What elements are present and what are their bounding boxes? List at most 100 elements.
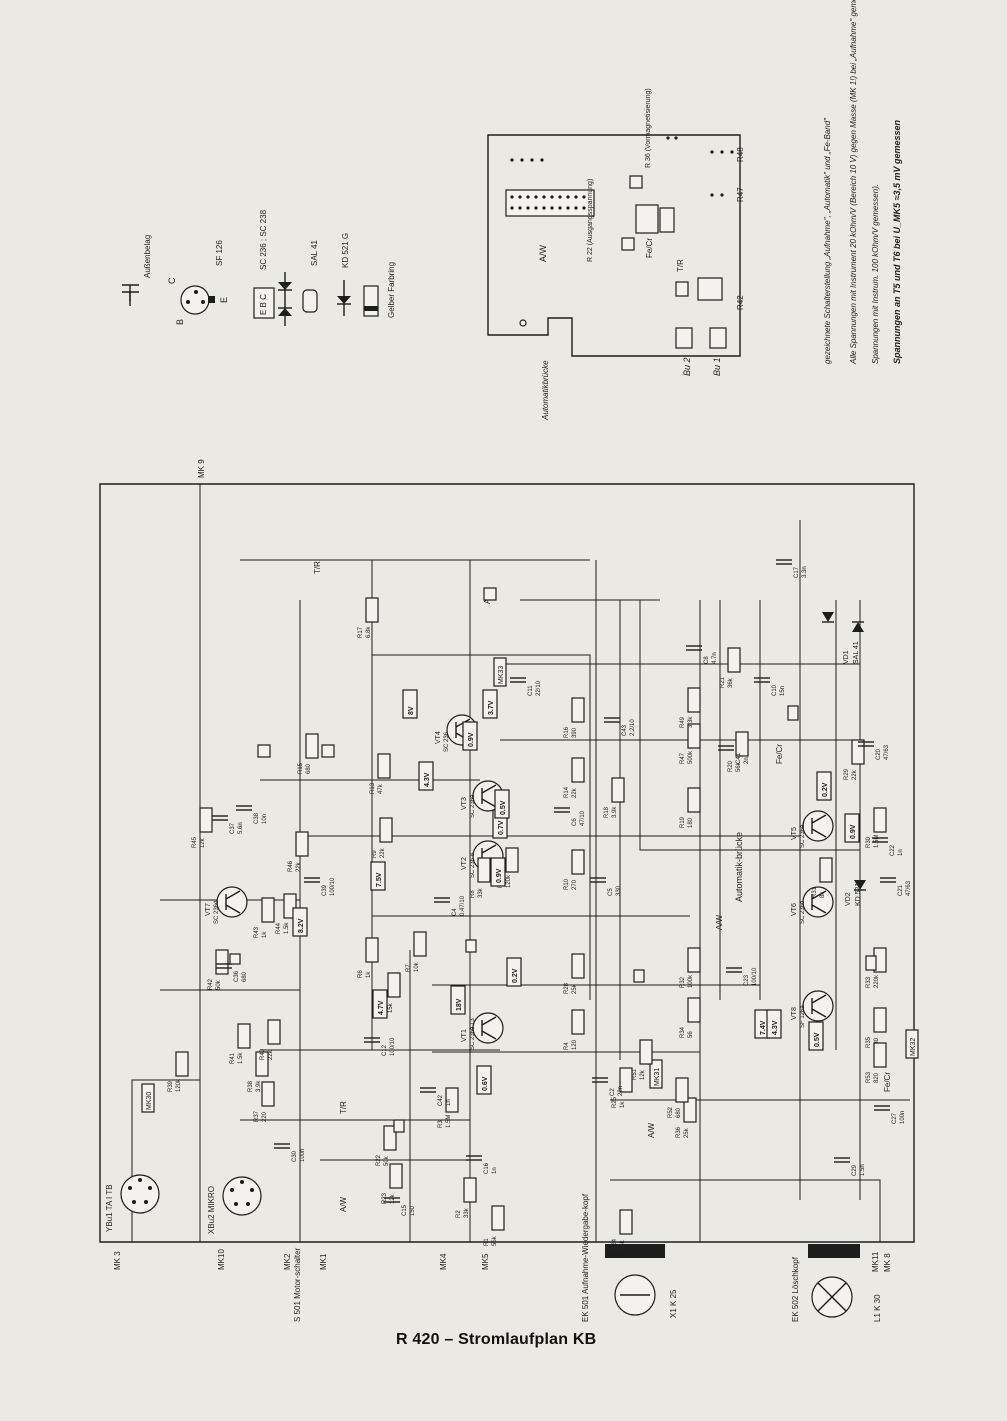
resistor-value: 680	[676, 1107, 682, 1118]
resistor-ref: R3	[438, 1120, 444, 1128]
resistor-value: 12k	[640, 1069, 646, 1080]
svg-text:T/R: T/R	[339, 1101, 348, 1114]
mk-boxes: MK30 MK31 MK33 MK32	[141, 657, 919, 1113]
capacitor-value: 680	[242, 971, 248, 982]
resistor-value: 820	[874, 1072, 880, 1083]
resistor-ref: R37	[254, 1110, 260, 1122]
capacitor-c21	[880, 877, 896, 883]
resistor-r23	[389, 1163, 403, 1189]
svg-text:R48: R48	[736, 147, 745, 162]
capacitor-c4	[434, 897, 450, 903]
resistor-ref: R43	[254, 926, 260, 938]
capacitor-c41	[718, 745, 734, 751]
voltage-value: 4.3V	[772, 1020, 779, 1035]
resistor-value: 16k	[620, 1239, 626, 1250]
voltage-reading: 7.5V	[370, 861, 386, 891]
resistor-r3	[445, 1087, 459, 1113]
voltage-reading: 8V	[402, 689, 418, 719]
svg-text:Fe/Cr: Fe/Cr	[645, 238, 654, 258]
switch-labels: A/W A/W A/W A/W T/R T/R Fe/Cr Fe/Cr Auto…	[313, 561, 892, 1212]
resistor-ref: R21	[720, 676, 726, 688]
svg-text:MK31: MK31	[654, 1068, 661, 1086]
capacitor-value: 1n	[492, 1167, 498, 1174]
resistor-r13	[377, 753, 391, 779]
legend: Außenbelag C B E SF 126 E B C SC 236 ; S…	[122, 209, 396, 326]
resistor-ref: R17	[358, 626, 364, 638]
capacitor-ref: C2	[610, 1088, 616, 1096]
resistor-value: 50k	[384, 1155, 390, 1166]
transistor-ref: VT1	[461, 1029, 468, 1042]
resistor-value: 220	[262, 1111, 268, 1122]
resistor-ref: R13	[370, 782, 376, 794]
capacitor-value: 100/10	[752, 967, 758, 986]
resistor-ref: R38	[248, 1080, 254, 1092]
resistor-value: 12k	[200, 837, 206, 848]
legend-sal41-symbol	[278, 272, 318, 326]
notes: gezeichnete Schalterstellung „Aufnahme",…	[823, 0, 902, 365]
resistor-r43	[261, 897, 275, 923]
capacitor-value: 10n	[262, 814, 268, 824]
resistor-value: 1k	[620, 1101, 626, 1108]
legend-ring-label: Gelber Farbring	[387, 262, 396, 318]
capacitor-c27	[874, 1105, 890, 1111]
resistor-ref: R39	[168, 1080, 174, 1092]
capacitor-c38	[236, 805, 252, 811]
resistor-r29	[851, 739, 865, 765]
resistor-value: 120	[572, 1039, 578, 1050]
resistor-ref: R9	[372, 850, 378, 858]
transistor-type: SC 236e	[800, 824, 806, 848]
resistor-r16	[571, 697, 585, 723]
legend-capacitor-symbol	[122, 284, 139, 306]
svg-text:C: C	[167, 277, 177, 284]
resistor-value: 8k	[820, 891, 826, 898]
svg-text:Fe/Cr: Fe/Cr	[775, 744, 784, 764]
resistor-ref: R51	[632, 1068, 638, 1080]
voltage-value: 0.7V	[498, 820, 505, 835]
board-caption: Automatikbrücke	[541, 360, 550, 421]
transistor-type: SC 236e 13	[470, 1018, 476, 1050]
resistor-value: 120k	[506, 874, 512, 888]
voltage-value: 0.9V	[468, 732, 475, 747]
resistor-r14	[571, 757, 585, 783]
transistor-ref: VT2	[461, 857, 468, 870]
capacitor-c5	[590, 877, 606, 883]
resistor-value: 1.5k	[284, 922, 290, 934]
svg-text:VD2: VD2	[845, 892, 852, 906]
erase-head	[808, 1244, 860, 1318]
board-trimmer-r22	[621, 237, 635, 251]
board-trimmer-r36	[629, 175, 643, 189]
capacitor-value: 150	[410, 1205, 416, 1216]
resistor-ref: R30	[866, 836, 872, 848]
capacitor-value: 1n	[898, 849, 904, 856]
resistor-r51	[639, 1039, 653, 1065]
resistor-ref: R33	[866, 976, 872, 988]
resistor-ref: R40	[260, 1048, 266, 1060]
resistor-ref: R4	[564, 1042, 570, 1050]
voltage-reading: 0.2V	[816, 771, 832, 801]
voltage-value: 0.9V	[850, 824, 857, 839]
svg-text:R42: R42	[736, 295, 745, 310]
svg-text:A/W: A/W	[339, 1196, 348, 1212]
capacitor-c16	[466, 1155, 482, 1161]
svg-text:MK10: MK10	[217, 1249, 226, 1270]
resistor-ref: R46	[288, 860, 294, 872]
resistor-value: 3.3k	[688, 716, 694, 728]
resistor-r28	[571, 953, 585, 979]
svg-text:E: E	[219, 297, 229, 303]
resistor-r53	[873, 1042, 887, 1068]
capacitor-c36	[216, 963, 232, 969]
resistor-ref: R1	[484, 1238, 490, 1246]
resistor-ref: R31	[812, 886, 818, 898]
resistor-ref: R15	[298, 762, 304, 774]
svg-text:MK 9: MK 9	[197, 459, 206, 478]
resistor-r37	[261, 1081, 275, 1107]
capacitor-c29	[834, 1157, 850, 1163]
resistor-ref: R41	[230, 1052, 236, 1064]
resistor-r12	[505, 847, 519, 873]
capacitor-value: 47/63	[906, 880, 912, 896]
legend-kd521-symbol	[337, 280, 379, 317]
capacitor-ref: C11	[528, 685, 534, 696]
svg-text:MK32: MK32	[910, 1038, 917, 1056]
voltage-reading: 4.3V	[766, 1009, 782, 1039]
resistor-r38	[255, 1051, 269, 1077]
